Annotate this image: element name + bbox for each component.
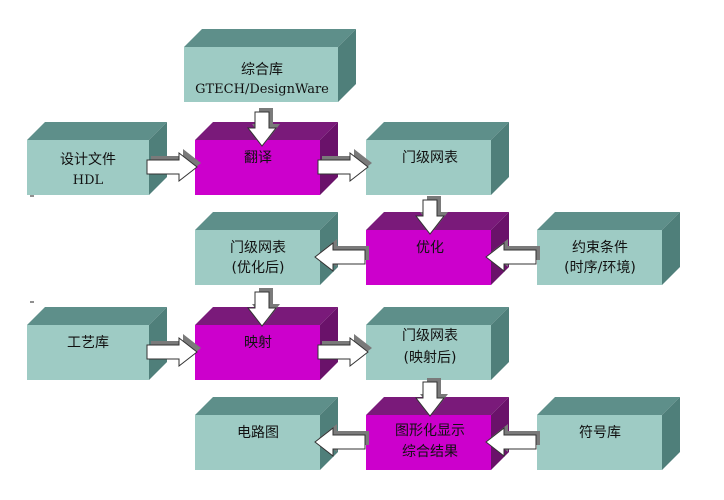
tech-lib-box-front bbox=[27, 325, 149, 380]
arrow-design-to-translate bbox=[146, 149, 201, 183]
gate-netlist-box-top bbox=[366, 122, 509, 140]
arrow-symbol-to-display-body bbox=[485, 426, 537, 458]
design-file-box-front bbox=[27, 140, 149, 195]
gate-netlist-mapped-box-front bbox=[366, 325, 491, 380]
constraints-box bbox=[537, 212, 680, 285]
optimize-box-front bbox=[366, 230, 491, 285]
arrow-netlist-opt-to-mapping bbox=[246, 288, 280, 327]
gate-netlist-label: 门级网表 bbox=[402, 150, 458, 166]
arrow-translate-to-netlist bbox=[317, 149, 372, 183]
constraints-box-top bbox=[537, 212, 680, 230]
synthesis-lib-box-top bbox=[184, 29, 356, 47]
gate-netlist-mapped-label: 门级网表 bbox=[402, 328, 458, 344]
arrow-lib-to-translate bbox=[246, 108, 280, 147]
gate-netlist-box-front bbox=[366, 140, 491, 195]
design-file-sublabel: HDL bbox=[73, 173, 104, 188]
arrow-translate-to-netlist-body bbox=[317, 151, 369, 183]
tech-lib-label: 工艺库 bbox=[67, 335, 109, 351]
arrow-mapping-to-netlist-map-body bbox=[317, 336, 369, 368]
arrow-optimize-to-netlist-opt-body bbox=[314, 241, 366, 273]
arrow-mapping-to-netlist-map bbox=[317, 334, 372, 368]
arrow-optimize-to-netlist-opt bbox=[314, 239, 369, 273]
design-file-box-top bbox=[27, 122, 167, 140]
synthesis-lib-box bbox=[184, 29, 356, 102]
schematic-box-front bbox=[195, 415, 320, 470]
symbol-lib-box bbox=[537, 397, 680, 470]
arrow-lib-to-translate-body bbox=[246, 111, 278, 147]
arrow-constraints-to-optimize-body bbox=[485, 241, 537, 273]
symbol-lib-label: 符号库 bbox=[579, 425, 621, 441]
arrow-constraints-to-optimize bbox=[485, 239, 540, 273]
arrow-netlist-opt-to-mapping-body bbox=[246, 291, 278, 327]
gate-netlist-optimized-box-front bbox=[195, 230, 320, 285]
synthesis-lib-box-front bbox=[184, 47, 338, 102]
arrow-symbol-to-display bbox=[485, 424, 540, 458]
mapping-box bbox=[195, 307, 338, 380]
graphical-display-sublabel: 综合结果 bbox=[402, 444, 458, 460]
constraints-box-side bbox=[662, 212, 680, 285]
mapping-box-front bbox=[195, 325, 320, 380]
schematic-box bbox=[195, 397, 338, 470]
arrow-netlist-to-optimize-body bbox=[414, 199, 446, 235]
arrow-netlist-to-optimize bbox=[414, 196, 448, 235]
optimize-label: 优化 bbox=[416, 240, 444, 256]
symbol-lib-box-front bbox=[537, 415, 662, 470]
gate-netlist-box-side bbox=[491, 122, 509, 195]
tech-lib-box bbox=[27, 307, 167, 380]
arrow-display-to-schematic-body bbox=[314, 426, 366, 458]
gate-netlist-mapped-box-side bbox=[491, 307, 509, 380]
gate-netlist-optimized-sublabel: (优化后) bbox=[232, 260, 285, 276]
constraints-box-front bbox=[537, 230, 662, 285]
constraints-label: 约束条件 bbox=[572, 239, 628, 256]
translate-box-front bbox=[195, 140, 320, 195]
gate-netlist-optimized-label: 门级网表 bbox=[230, 240, 286, 256]
gate-netlist-mapped-box-top bbox=[366, 307, 509, 325]
synthesis-lib-label: 综合库 bbox=[241, 62, 283, 78]
schematic-box-top bbox=[195, 397, 338, 415]
gate-netlist-mapped-sublabel: (映射后) bbox=[404, 350, 457, 366]
gate-netlist-mapped-box bbox=[366, 307, 509, 380]
arrow-netlist-map-to-display-body bbox=[414, 381, 446, 417]
arrow-techlib-to-mapping bbox=[146, 334, 201, 368]
symbol-lib-box-side bbox=[662, 397, 680, 470]
graphical-display-box-front bbox=[366, 415, 491, 470]
design-file-box bbox=[27, 122, 167, 195]
schematic-label: 电路图 bbox=[237, 425, 279, 441]
gate-netlist-optimized-box bbox=[195, 212, 338, 285]
design-file-label: 设计文件 bbox=[60, 152, 116, 168]
gate-netlist-box bbox=[366, 122, 509, 195]
arrow-design-to-translate-body bbox=[146, 151, 198, 183]
synthesis-lib-box-side bbox=[338, 29, 356, 102]
arrow-netlist-map-to-display bbox=[414, 378, 448, 417]
graphical-display-label: 图形化显示 bbox=[395, 423, 465, 439]
tech-lib-box-top bbox=[27, 307, 167, 325]
mapping-label: 映射 bbox=[244, 335, 272, 351]
arrow-display-to-schematic bbox=[314, 424, 369, 458]
constraints-sublabel: (时序/环境) bbox=[564, 260, 636, 276]
symbol-lib-box-top bbox=[537, 397, 680, 415]
gate-netlist-optimized-box-top bbox=[195, 212, 338, 230]
arrow-techlib-to-mapping-body bbox=[146, 336, 198, 368]
synthesis-lib-sublabel: GTECH/DesignWare bbox=[195, 82, 329, 97]
translate-label: 翻译 bbox=[244, 150, 272, 166]
